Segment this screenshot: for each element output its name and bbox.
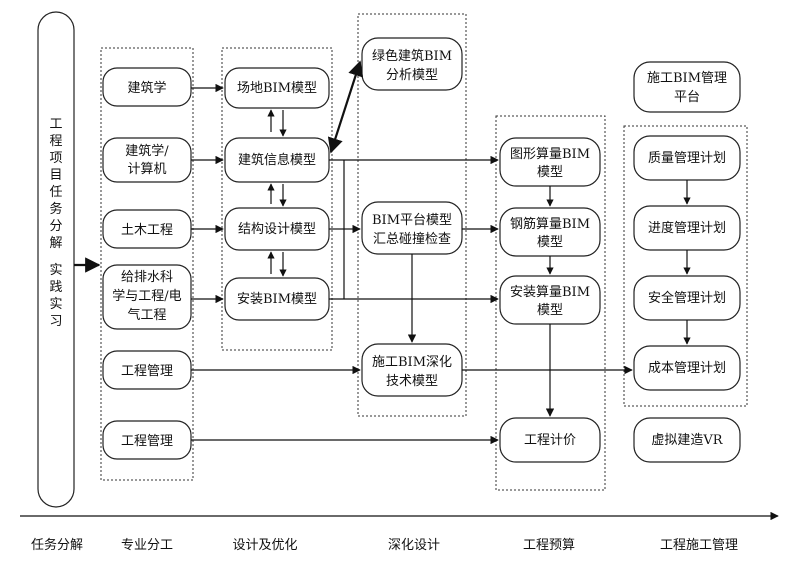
node-architecture-computer-label-2: 计算机: [127, 162, 166, 177]
node-architecture: 建筑学: [102, 67, 192, 107]
node-engineering-management-2: 工程管理: [102, 420, 192, 460]
left-column-char: 践: [49, 280, 62, 295]
left-column-char: 目: [49, 168, 62, 183]
left-column-char: 任: [49, 185, 62, 200]
group-design-optimization: [221, 47, 333, 351]
node-rebar-quantity-bim-label-2: 模型: [537, 235, 563, 250]
node-building-information-model-label: 建筑信息模型: [238, 152, 316, 168]
node-construction-bim-platform-label-2: 平台: [674, 90, 700, 105]
node-architecture-label: 建筑学: [127, 80, 166, 96]
node-structural-design-model-label: 结构设计模型: [238, 222, 316, 237]
left-column-char: 项: [49, 151, 62, 166]
node-engineering-pricing-label: 工程计价: [524, 433, 576, 448]
node-installation-quantity-bim-label-2: 模型: [537, 303, 563, 318]
node-green-building-bim-label-2: 分析模型: [386, 68, 438, 83]
group-construction-management: [623, 125, 748, 407]
left-column-char: 程: [49, 134, 62, 149]
node-installation-quantity-bim-label-1: 安装算量BIM: [510, 285, 590, 300]
node-civil-engineering-label: 土木工程: [121, 223, 173, 238]
node-cost-plan: 成本管理计划: [633, 345, 741, 391]
stage-detailed-design: 深化设计: [388, 538, 440, 553]
node-construction-bim-deepening: 施工BIM深化 技术模型: [361, 343, 463, 397]
node-installation-quantity-bim: 安装算量BIM 模型: [499, 275, 601, 325]
node-green-building-bim-label-1: 绿色建筑BIM: [372, 48, 452, 64]
node-engineering-pricing: 工程计价: [499, 417, 601, 463]
left-column-char: 解: [49, 236, 62, 251]
node-graphic-quantity-bim: 图形算量BIM 模型: [499, 137, 601, 187]
node-site-bim-model: 场地BIM模型: [224, 67, 330, 109]
stage-labels: 任务分解 专业分工 设计及优化 深化设计 工程预算 工程施工管理: [31, 537, 738, 553]
left-column-char: 分: [49, 219, 62, 234]
node-quality-plan-label: 质量管理计划: [648, 151, 726, 166]
node-engineering-management-2-label: 工程管理: [121, 434, 173, 449]
group-budget: [495, 115, 606, 491]
node-installation-bim-model-label: 安装BIM模型: [237, 292, 317, 307]
node-architecture-computer: 建筑学/ 计算机: [102, 137, 192, 183]
group-detailed-design: [357, 13, 467, 417]
node-bim-platform-clash-check: BIM平台模型 汇总碰撞检查: [361, 201, 463, 255]
node-construction-bim-platform-label-1: 施工BIM管理: [647, 71, 727, 86]
node-green-building-bim: 绿色建筑BIM 分析模型: [361, 37, 463, 91]
node-safety-plan-label: 安全管理计划: [648, 290, 726, 306]
node-construction-bim-platform: 施工BIM管理 平台: [633, 61, 741, 113]
node-installation-bim-model: 安装BIM模型: [224, 277, 330, 321]
left-column-char: 务: [49, 201, 62, 217]
node-building-information-model: 建筑信息模型: [224, 137, 330, 183]
node-graphic-quantity-bim-label-2: 模型: [537, 165, 563, 180]
node-construction-bim-deepening-label-1: 施工BIM深化: [372, 355, 452, 370]
node-virtual-construction-vr: 虚拟建造VR: [633, 417, 741, 463]
stage-professional-division: 专业分工: [121, 538, 173, 553]
node-rebar-quantity-bim: 钢筋算量BIM 模型: [499, 207, 601, 257]
stage-construction-management: 工程施工管理: [660, 538, 738, 553]
node-construction-bim-deepening-label-2: 技术模型: [386, 374, 438, 389]
node-civil-engineering: 土木工程: [102, 209, 192, 249]
stage-budget: 工程预算: [523, 538, 575, 553]
node-site-bim-model-label: 场地BIM模型: [237, 81, 317, 96]
node-quality-plan: 质量管理计划: [633, 135, 741, 181]
node-schedule-plan: 进度管理计划: [633, 205, 741, 251]
node-rebar-quantity-bim-label-1: 钢筋算量BIM: [510, 216, 590, 232]
node-schedule-plan-label: 进度管理计划: [648, 220, 726, 236]
node-cost-plan-label: 成本管理计划: [648, 361, 726, 376]
left-column-char: 工: [49, 117, 62, 132]
node-engineering-management-1-label: 工程管理: [121, 364, 173, 379]
left-column-char: 实: [49, 263, 62, 278]
node-bim-platform-clash-check-label-2: 汇总碰撞检查: [373, 232, 451, 247]
node-structural-design-model: 结构设计模型: [224, 207, 330, 251]
node-bim-platform-clash-check-label-1: BIM平台模型: [372, 213, 452, 228]
stage-task-decomposition: 任务分解: [31, 537, 83, 553]
node-graphic-quantity-bim-label-1: 图形算量BIM: [510, 147, 590, 162]
left-column-char: 实: [49, 297, 62, 312]
left-column-char: 习: [49, 314, 62, 329]
node-water-electric-label-1: 给排水科: [121, 270, 173, 285]
stage-design-optimization: 设计及优化: [232, 538, 297, 553]
node-water-electric-label-2: 学与工程/电: [112, 288, 181, 304]
node-safety-plan: 安全管理计划: [633, 275, 741, 321]
node-architecture-computer-label-1: 建筑学/: [125, 143, 169, 159]
node-water-electric: 给排水科 学与工程/电 气工程: [102, 264, 192, 330]
node-virtual-construction-vr-label: 虚拟建造VR: [651, 433, 723, 448]
node-water-electric-label-3: 气工程: [127, 307, 166, 323]
node-engineering-management-1: 工程管理: [102, 350, 192, 390]
edge-building-green-bidirectional: [327, 60, 364, 154]
edges: [74, 60, 691, 445]
group-professional-division: [100, 47, 194, 481]
